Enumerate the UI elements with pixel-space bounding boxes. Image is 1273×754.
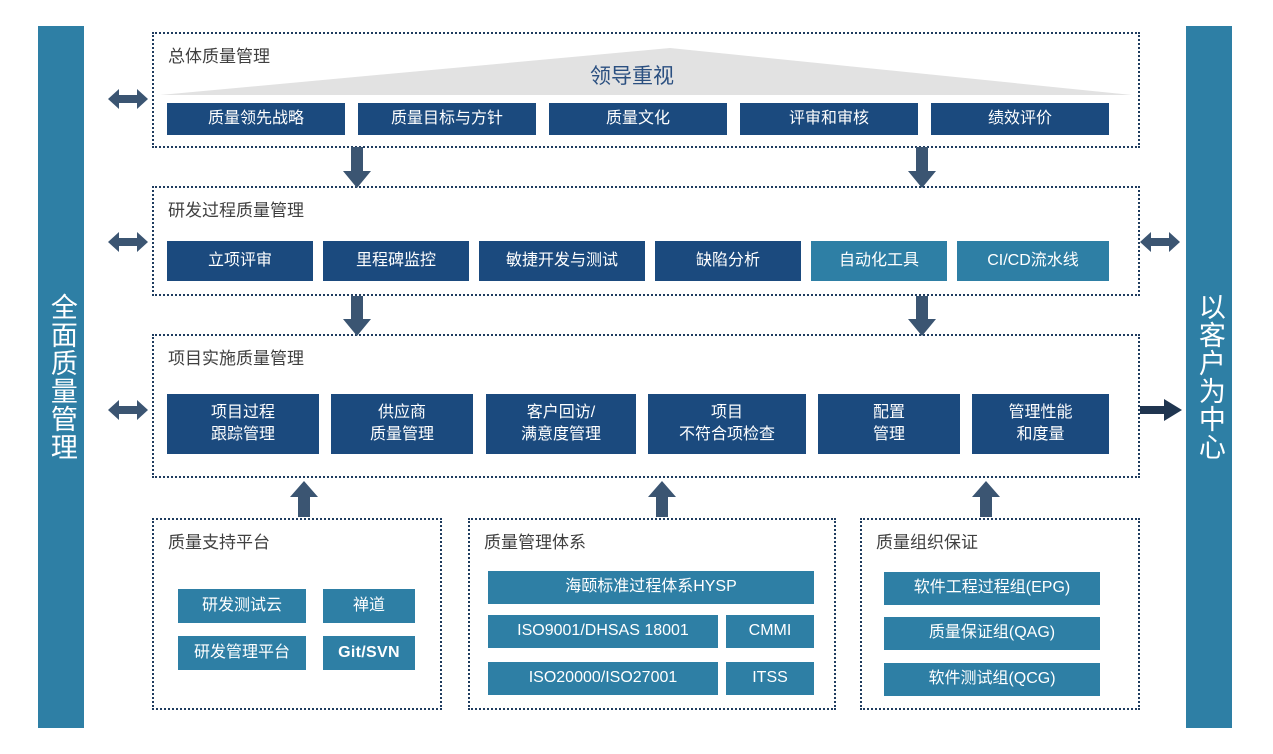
box-label: 质量文化 (605, 109, 670, 127)
box-label: 质量领先战略 (207, 109, 304, 127)
box-customer-visit-satisfaction[interactable]: 客户回访/ 满意度管理 (486, 394, 636, 454)
left-side-bar: 全面质量管理 (38, 26, 84, 728)
box-label: 研发测试云 (201, 596, 282, 614)
box-label-line1: 项目 (710, 404, 743, 422)
box-iso20000-iso27001[interactable]: ISO20000/ISO27001 (488, 662, 718, 695)
box-label: 客户回访/ 满意度管理 (517, 402, 605, 445)
arrow-up-system-to-project (648, 481, 676, 517)
box-supplier-quality-management[interactable]: 供应商 质量管理 (331, 394, 473, 454)
arrow-down-overall-to-rnd-right (908, 147, 936, 188)
double-arrow-left-rnd (108, 229, 148, 255)
box-label: 配置 管理 (869, 402, 909, 445)
box-automation-tools[interactable]: 自动化工具 (811, 241, 947, 281)
box-epg[interactable]: 软件工程过程组(EPG) (884, 572, 1100, 605)
box-label: 管理性能 和度量 (1004, 402, 1076, 445)
panel-project-implementation-quality-management: 项目实施质量管理 (152, 334, 1140, 478)
panel-quality-organization-assurance: 质量组织保证 (860, 518, 1140, 710)
box-label-line2: 管理 (872, 426, 905, 443)
box-defect-analysis[interactable]: 缺陷分析 (655, 241, 801, 281)
box-label: 禅道 (352, 596, 385, 614)
arrow-up-org-to-project (972, 481, 1000, 517)
panel-org-label: 质量组织保证 (876, 533, 978, 552)
box-label-line2: 满意度管理 (520, 426, 601, 443)
box-cmmi[interactable]: CMMI (726, 615, 814, 648)
box-milestone-monitoring[interactable]: 里程碑监控 (323, 241, 469, 281)
arrow-down-rnd-to-project-left (343, 296, 371, 336)
panel-system-label: 质量管理体系 (484, 533, 586, 552)
panel-overall-label: 总体质量管理 (168, 47, 270, 66)
box-label: ISO20000/ISO27001 (528, 669, 678, 687)
arrow-up-support-to-project (290, 481, 318, 517)
box-label-line2: 质量管理 (369, 426, 434, 443)
box-label-line1: 项目过程 (210, 404, 275, 422)
box-label-line2: 不符合项检查 (678, 426, 775, 443)
double-arrow-right-rnd (1140, 229, 1180, 255)
box-label: 敏捷开发与测试 (505, 251, 618, 269)
box-label: 海颐标准过程体系HYSP (565, 578, 737, 596)
box-label: 研发管理平台 (193, 643, 290, 661)
box-zentao[interactable]: 禅道 (323, 589, 415, 623)
box-rnd-management-platform[interactable]: 研发管理平台 (178, 636, 306, 670)
box-label: CI/CD流水线 (987, 251, 1079, 269)
box-label: 供应商 质量管理 (366, 402, 438, 445)
box-label: 项目过程 跟踪管理 (207, 402, 279, 445)
box-label: 立项评审 (207, 251, 272, 269)
panel-quality-management-system: 质量管理体系 (468, 518, 836, 710)
box-label: 里程碑监控 (355, 251, 436, 269)
panel-project-label: 项目实施质量管理 (168, 349, 304, 368)
box-agile-dev-and-test[interactable]: 敏捷开发与测试 (479, 241, 645, 281)
box-label: 绩效评价 (987, 109, 1052, 127)
panel-rnd-label: 研发过程质量管理 (168, 201, 304, 220)
box-qag[interactable]: 质量保证组(QAG) (884, 617, 1100, 650)
arrow-down-overall-to-rnd-left (343, 147, 371, 188)
box-label: 软件测试组(QCG) (928, 670, 1056, 688)
box-label-line2: 和度量 (1016, 426, 1065, 443)
right-side-bar: 以客户为中心 (1186, 26, 1232, 728)
box-label-line1: 客户回访/ (526, 404, 596, 422)
box-itss[interactable]: ITSS (726, 662, 814, 695)
box-management-performance-metrics[interactable]: 管理性能 和度量 (972, 394, 1109, 454)
box-label-line1: 供应商 (377, 404, 426, 422)
arrow-down-rnd-to-project-right (908, 296, 936, 336)
box-review-and-audit[interactable]: 评审和审核 (740, 103, 918, 135)
box-project-nonconformity-check[interactable]: 项目 不符合项检查 (648, 394, 806, 454)
box-label: 项目 不符合项检查 (675, 402, 779, 445)
box-label: CMMI (748, 622, 792, 640)
box-label: 评审和审核 (788, 109, 869, 127)
box-performance-evaluation[interactable]: 绩效评价 (931, 103, 1109, 135)
panel-support-label: 质量支持平台 (168, 533, 270, 552)
box-label: 软件工程过程组(EPG) (913, 579, 1071, 597)
box-quality-goals-policy[interactable]: 质量目标与方针 (358, 103, 536, 135)
box-label-line2: 跟踪管理 (210, 426, 275, 443)
right-side-bar-label: 以客户为中心 (1194, 293, 1225, 461)
box-quality-leading-strategy[interactable]: 质量领先战略 (167, 103, 345, 135)
box-project-initiation-review[interactable]: 立项评审 (167, 241, 313, 281)
box-quality-culture[interactable]: 质量文化 (549, 103, 727, 135)
box-label: 缺陷分析 (695, 251, 760, 269)
box-cicd-pipeline[interactable]: CI/CD流水线 (957, 241, 1109, 281)
box-label: 质量目标与方针 (390, 109, 503, 127)
panel-rnd-process-quality-management: 研发过程质量管理 (152, 186, 1140, 296)
double-arrow-left-project (108, 397, 148, 423)
left-side-bar-label: 全面质量管理 (46, 293, 77, 461)
box-label: 质量保证组(QAG) (928, 624, 1056, 642)
box-hysp-standard-process[interactable]: 海颐标准过程体系HYSP (488, 571, 814, 604)
double-arrow-left-overall (108, 86, 148, 112)
box-label: ITSS (752, 669, 788, 687)
leadership-emphasis-label: 领导重视 (590, 65, 674, 88)
box-label: ISO9001/DHSAS 18001 (517, 622, 689, 640)
box-project-process-tracking[interactable]: 项目过程 跟踪管理 (167, 394, 319, 454)
box-configuration-management[interactable]: 配置 管理 (818, 394, 960, 454)
box-git-svn[interactable]: Git/SVN (323, 636, 415, 670)
box-qcg[interactable]: 软件测试组(QCG) (884, 663, 1100, 696)
box-label-line1: 管理性能 (1008, 404, 1073, 422)
box-label-line1: 配置 (872, 404, 905, 422)
box-rnd-test-cloud[interactable]: 研发测试云 (178, 589, 306, 623)
box-label: 自动化工具 (838, 251, 919, 269)
panel-quality-support-platform: 质量支持平台 (152, 518, 442, 710)
box-label: Git/SVN (338, 643, 400, 661)
arrow-right-project (1140, 398, 1182, 422)
box-iso9001-dhsas18001[interactable]: ISO9001/DHSAS 18001 (488, 615, 718, 648)
